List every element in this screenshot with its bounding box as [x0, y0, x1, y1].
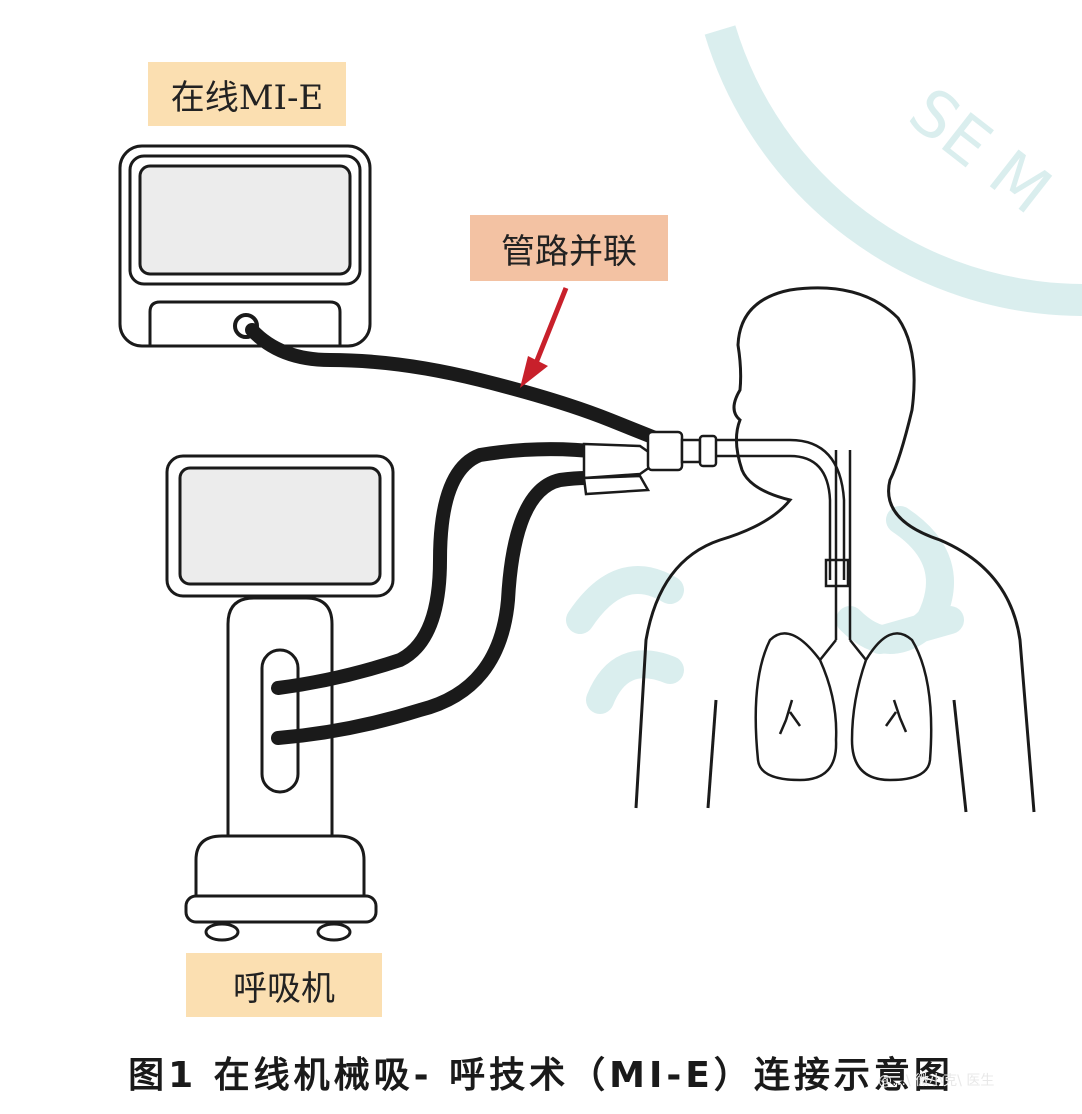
mie-tube	[245, 323, 667, 447]
figure-caption: 图1 在线机械吸- 呼技术（MI-E）连接示意图	[128, 1055, 954, 1096]
pointer-arrow-icon	[520, 287, 569, 388]
online-mie-label: 在线MI-E	[148, 62, 346, 126]
y-connector	[582, 430, 718, 496]
patient-torso-icon	[634, 286, 1036, 813]
endotracheal-tube	[716, 438, 850, 588]
ventilator-icon	[165, 454, 395, 942]
ventilator-tube-lower	[271, 471, 611, 745]
mie-device-icon	[118, 144, 372, 348]
ventilator-label: 呼吸机	[186, 953, 382, 1017]
tube-parallel-label: 管路并联	[470, 215, 668, 281]
ventilator-tube-upper	[271, 442, 607, 695]
lungs-icon	[754, 450, 933, 782]
watermark-corner-text: @…\ 微小克\ 医生	[878, 1073, 995, 1089]
watermark-arc-text: SE M	[895, 74, 1064, 229]
